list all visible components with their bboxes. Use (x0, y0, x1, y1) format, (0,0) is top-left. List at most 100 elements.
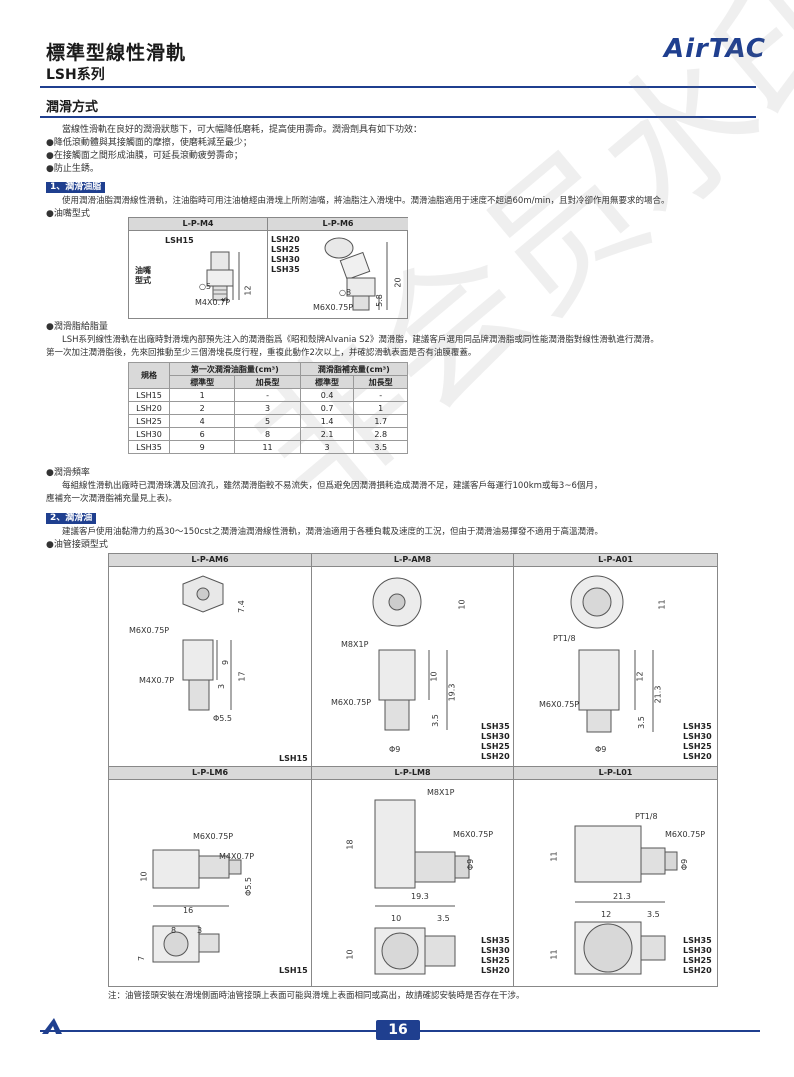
joint-dim: 3.5 (647, 910, 660, 919)
brand-mark-icon (42, 1018, 62, 1034)
nipple-thread: M4X0.7P (195, 298, 231, 307)
intro-bullet: ●防止生銹。 (46, 164, 99, 174)
table-cell: - (234, 388, 301, 402)
joint-dim: 12 (635, 671, 645, 682)
nipple-col-header: L-P-M4 (129, 218, 267, 231)
joint-dim: 10 (391, 914, 402, 923)
joint-label-text: Φ5.5 (213, 714, 233, 723)
table-cell: 11 (234, 440, 301, 454)
joint-dim: 19.3 (411, 892, 429, 901)
table-subheader: 加長型 (353, 375, 408, 389)
intro-bullet: ●在接觸面之間形成油膜，可延長滾動疲勞壽命； (46, 151, 243, 161)
joint-label-text: M6X0.75P (539, 700, 580, 709)
nipple-dim: ○8 (339, 288, 352, 297)
table-cell: 1 (168, 388, 236, 402)
joint-col-title: L-P-AM8 (312, 554, 513, 567)
joint-models: LSH35 LSH30 LSH25 LSH20 (683, 722, 712, 761)
joint-col-title: L-P-LM6 (109, 767, 311, 780)
table-cell: - (353, 388, 408, 402)
joint-models: LSH35 LSH30 LSH25 LSH20 (683, 936, 712, 975)
table-subheader: 加長型 (234, 375, 301, 389)
joint-label-text: M4X0.7P (219, 852, 255, 861)
joint-label-text: Φ9 (680, 858, 690, 871)
table-cell: 2 (168, 401, 236, 415)
table-header: 規格 (128, 362, 170, 389)
section-title: 潤滑方式 (46, 100, 99, 115)
table-cell: 0.7 (299, 401, 355, 415)
grease-heading: 1、潤滑油脂 (46, 182, 106, 193)
joint-dim: 17 (237, 671, 247, 682)
table-cell: 5 (234, 414, 301, 428)
table-cell: LSH15 (128, 388, 170, 402)
page-title: 標準型線性滑軌 (46, 42, 187, 64)
joint-label-text: PT1/8 (635, 812, 658, 821)
joint-dim: 11 (549, 851, 559, 862)
grease-desc: 使用潤滑油脂潤滑線性滑軌，注油脂時可用注油槍經由滑塊上所附油嘴，將油脂注入滑塊中… (62, 196, 670, 206)
nipple-dim: 5.8 (374, 294, 384, 307)
joint-dim: 3 (217, 683, 227, 690)
am8-drawing (372, 577, 448, 731)
joint-label-text: M6X0.75P (665, 830, 706, 839)
joint-dim: 8 (171, 926, 177, 935)
joint-dim: 3.5 (430, 714, 440, 727)
table-cell: LSH25 (128, 414, 170, 428)
joint-dim: 10 (139, 871, 149, 882)
joint-models: LSH15 (279, 966, 308, 975)
header-rule (40, 86, 756, 88)
table-cell: 6 (168, 427, 236, 441)
table-cell: 0.4 (299, 388, 355, 402)
joint-label-text: Φ5.5 (244, 876, 254, 897)
grease-amount-desc: 第一次加注潤滑脂後，先來回推動至少三個滑塊長度行程，重複此動作2次以上，并確認滑… (46, 348, 477, 358)
joint-dim: 7 (137, 955, 147, 962)
table-cell: 1 (353, 401, 408, 415)
nipple-thread: M6X0.75P (313, 303, 354, 312)
lm8-drawing (374, 799, 470, 975)
table-cell: LSH20 (128, 401, 170, 415)
nipple-label: ●油嘴型式 (46, 209, 90, 219)
joint-models: LSH35 LSH30 LSH25 LSH20 (481, 722, 510, 761)
joint-label: ●油管接頭型式 (46, 540, 108, 550)
nipple-table: L-P-M4 L-P-M6 油嘴 型式 LSH15 LSH20 LSH25 LS… (128, 217, 408, 319)
a01-drawing (570, 575, 654, 733)
joint-label-text: M6X0.75P (331, 698, 372, 707)
lm6-drawing (152, 849, 242, 963)
table-cell: 3 (299, 440, 355, 454)
table-header: 潤滑脂補充量(cm³) (299, 362, 409, 376)
joint-label-text: M6X0.75P (193, 832, 234, 841)
nipple-col-title: L-P-M4 (129, 218, 267, 231)
freq-title: ●潤滑頻率 (46, 468, 90, 478)
footnote: 注：油管接頭安裝在滑塊側面時油管接頭上表面可能與滑塊上表面相同或高出，故請確認安… (108, 991, 525, 1001)
am6-drawing (182, 575, 232, 711)
joint-models: LSH35 LSH30 LSH25 LSH20 (481, 936, 510, 975)
joint-label-text: Φ9 (595, 745, 607, 754)
nipple-dim: 20 (393, 277, 403, 288)
nipple-models: LSH15 (165, 236, 194, 245)
table-cell: 3 (234, 401, 301, 415)
joint-dim: 16 (183, 906, 194, 915)
joint-label-text: Φ9 (389, 745, 401, 754)
joint-dim: 21.3 (653, 685, 663, 704)
table-cell: LSH30 (128, 427, 170, 441)
freq-desc: 應補充一次潤滑脂補充量見上表)。 (46, 494, 177, 504)
table-cell: 1.4 (299, 414, 355, 428)
nipple-models: LSH20 LSH25 LSH30 LSH35 (271, 235, 300, 274)
nipple-m4-drawing (206, 251, 240, 301)
grease-amount-title: ●潤滑脂給脂量 (46, 322, 108, 332)
joint-dim: 10 (457, 599, 467, 610)
l01-drawing (574, 825, 678, 975)
joint-col-title: L-P-LM8 (312, 767, 513, 780)
nipple-dim: 12 (243, 285, 253, 296)
grease-amount-table: 規格 第一次潤滑油脂量(cm³) 潤滑脂補充量(cm³) 標準型 加長型 標準型… (128, 362, 409, 454)
joint-col-title: L-P-AM6 (109, 554, 311, 567)
joint-models: LSH15 (279, 754, 308, 763)
joint-dim: 10 (345, 949, 355, 960)
joint-dim: 11 (549, 949, 559, 960)
table-cell: 3.5 (353, 440, 408, 454)
joint-dim: 9 (221, 659, 231, 666)
table-cell: LSH35 (128, 440, 170, 454)
freq-desc: 每組線性滑軌出廠時已潤滑珠溝及回流孔，雖然潤滑脂較不易流失，但爲避免因潤滑損耗造… (62, 481, 603, 491)
